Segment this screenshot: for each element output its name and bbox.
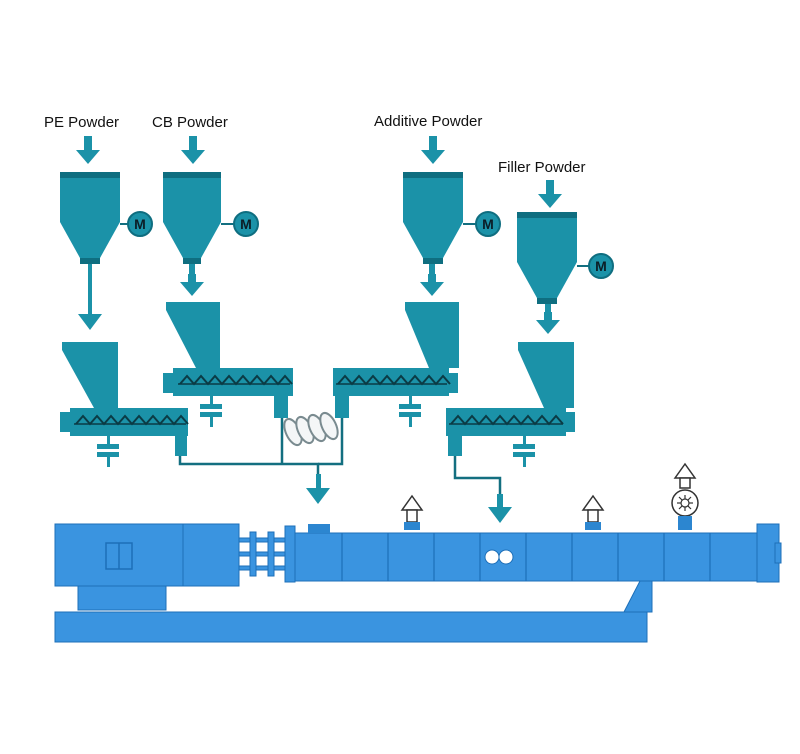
arrow-filler-feed <box>536 312 560 334</box>
screw-feeder-cb <box>163 302 293 427</box>
motor-cb-label: M <box>240 216 252 232</box>
gearbox <box>182 523 240 587</box>
main-feed-port <box>308 524 330 533</box>
arrow-main-inlet <box>306 488 330 504</box>
screw-feeder-additive <box>333 302 459 427</box>
motor-additive-icon: M <box>463 211 501 237</box>
motor-cb-icon: M <box>221 211 259 237</box>
arrow-cb-input <box>181 136 205 164</box>
label-filler-powder: Filler Powder <box>498 159 586 176</box>
label-pe-powder: PE Powder <box>44 114 119 131</box>
barrel-support <box>623 580 653 613</box>
motor-pe-label: M <box>134 216 146 232</box>
arrow-additive-input <box>421 136 445 164</box>
screw-feeder-filler <box>446 342 575 467</box>
motors: M M M M <box>120 211 614 279</box>
scale-additive-icon <box>399 396 421 427</box>
hopper-pe <box>60 172 120 264</box>
motor-filler-icon: M <box>577 253 614 279</box>
vent-1-icon <box>400 494 424 530</box>
flexible-hose-icon <box>283 411 339 447</box>
arrow-pe-input <box>76 136 100 164</box>
machine-base <box>54 611 648 643</box>
hopper-filler <box>517 212 577 304</box>
coupling <box>238 531 286 577</box>
hopper-cb <box>163 172 221 264</box>
vent-2-icon <box>581 494 605 530</box>
side-feeder-twin-screw-icon <box>484 549 514 565</box>
hopper-to-feeder-links <box>78 264 560 334</box>
screw-feeder-pe <box>60 342 189 467</box>
motor-filler-label: M <box>595 258 607 274</box>
arrow-pe-feed <box>78 314 102 330</box>
input-arrows <box>76 136 562 208</box>
motor-pe-icon: M <box>120 211 153 237</box>
arrow-cb-feed <box>180 274 204 296</box>
feed-piping <box>178 418 502 496</box>
vacuum-vent-icon <box>671 462 699 530</box>
feed-inlet-arrows <box>306 474 512 523</box>
arrow-additive-feed <box>420 274 444 296</box>
arrow-side-inlet <box>488 507 512 523</box>
hopper-additive <box>403 172 463 264</box>
scale-pe-icon <box>97 436 119 467</box>
arrow-filler-input <box>538 180 562 208</box>
label-additive-powder: Additive Powder <box>374 113 482 130</box>
scale-cb-icon <box>200 396 222 427</box>
scale-filler-icon <box>513 436 535 467</box>
vents <box>400 462 699 530</box>
motor-base <box>77 585 167 611</box>
twin-screw-extruder <box>54 523 782 643</box>
label-cb-powder: CB Powder <box>152 114 228 131</box>
motor-additive-label: M <box>482 216 494 232</box>
storage-hoppers <box>60 172 577 304</box>
